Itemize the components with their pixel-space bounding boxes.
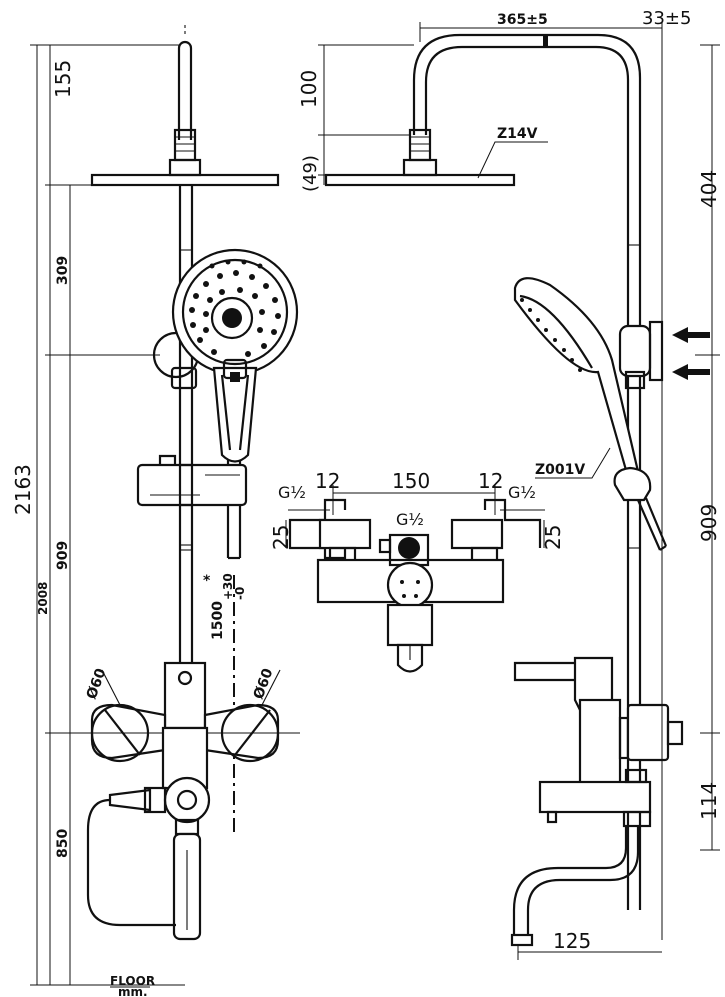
phi60-left: Ø60 xyxy=(84,666,110,701)
right-dim-125: 125 xyxy=(553,929,591,953)
slide-height-label: 1500 xyxy=(210,601,226,640)
dim-909-left: 909 xyxy=(55,541,71,570)
front-view: * 1500 +30 -0 xyxy=(11,25,300,997)
mixer-front xyxy=(70,661,300,941)
dim-2008: 2008 xyxy=(36,582,50,615)
right-dim-404: 404 xyxy=(697,170,721,208)
mixer-side xyxy=(510,656,684,947)
right-dim-365: 365±5 xyxy=(497,12,548,28)
mid-25-left: 25 xyxy=(269,525,293,550)
slide-tol-minus: -0 xyxy=(233,587,247,600)
right-dim-49: (49) xyxy=(300,155,321,192)
mid-150: 150 xyxy=(392,469,430,493)
hand-shower-front xyxy=(171,248,299,560)
side-view: 100 (49) 365±5 33±5 404 909 114 125 Z14V… xyxy=(297,8,721,960)
mid-g12-left: G½ xyxy=(278,483,306,502)
dim-850: 850 xyxy=(55,829,71,858)
mid-g12-center: G½ xyxy=(396,510,424,529)
right-dim-909: 909 xyxy=(697,504,721,542)
mid-12-right: 12 xyxy=(478,469,503,493)
slide-star: * xyxy=(203,573,211,589)
dim-309: 309 xyxy=(55,256,71,285)
head-model-label: Z14V xyxy=(497,126,538,142)
slide-tol-plus: +30 xyxy=(221,573,235,600)
hand-model-label: Z001V xyxy=(535,462,585,478)
unit-label: mm. xyxy=(118,985,148,997)
mid-25-right: 25 xyxy=(541,525,565,550)
hand-shower-side xyxy=(513,277,668,551)
right-dim-114: 114 xyxy=(697,782,721,820)
mid-12-left: 12 xyxy=(315,469,340,493)
right-dim-33: 33±5 xyxy=(642,8,691,29)
floor-label: FLOOR xyxy=(110,974,155,988)
mid-g12-right: G½ xyxy=(508,483,536,502)
right-dim-100: 100 xyxy=(297,70,321,108)
mixer-top-view: 150 12 12 G½ G½ G½ 25 25 xyxy=(269,469,565,673)
dim-155: 155 xyxy=(51,60,75,98)
dim-2163: 2163 xyxy=(11,464,35,515)
